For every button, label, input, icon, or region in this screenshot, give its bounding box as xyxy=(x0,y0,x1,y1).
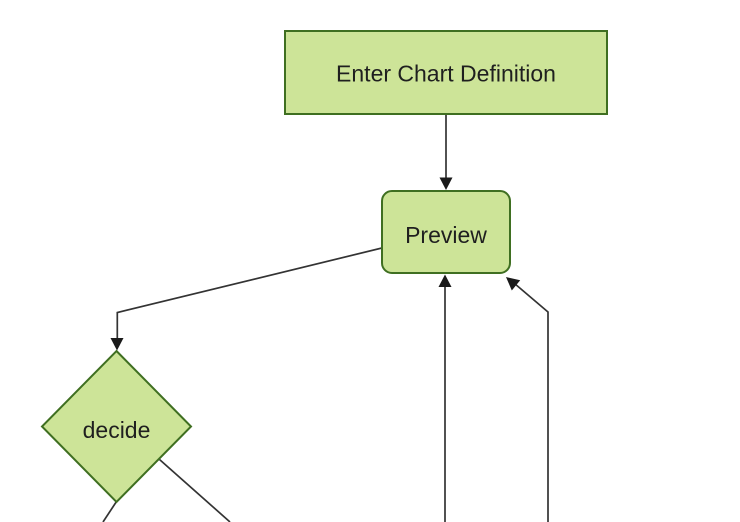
node-enter-chart-definition-shape xyxy=(284,30,608,115)
edge-bottom-right-to-preview xyxy=(513,282,549,522)
node-preview: Preview xyxy=(381,190,511,274)
node-decide-label: decide xyxy=(83,417,151,443)
node-enter-chart-definition-label: Enter Chart Definition xyxy=(336,61,556,87)
edge-preview-to-decide xyxy=(116,247,383,338)
edge-decide-to-offscreen-right xyxy=(158,458,231,522)
arrowhead-enter-to-preview-icon xyxy=(439,177,453,190)
node-enter-chart-definition: Enter Chart Definition xyxy=(284,30,608,115)
node-preview-label: Preview xyxy=(405,222,487,248)
edge-decide-to-offscreen-left xyxy=(102,501,118,522)
node-decide-shape xyxy=(40,349,193,504)
node-preview-shape xyxy=(381,190,511,274)
edge-group xyxy=(102,114,549,522)
arrowhead-bottom-center-to-preview-icon xyxy=(438,274,452,287)
arrowhead-bottom-right-to-preview-icon xyxy=(506,277,521,291)
arrowhead-preview-to-decide-icon xyxy=(110,338,124,351)
node-decide: decide xyxy=(40,349,193,504)
